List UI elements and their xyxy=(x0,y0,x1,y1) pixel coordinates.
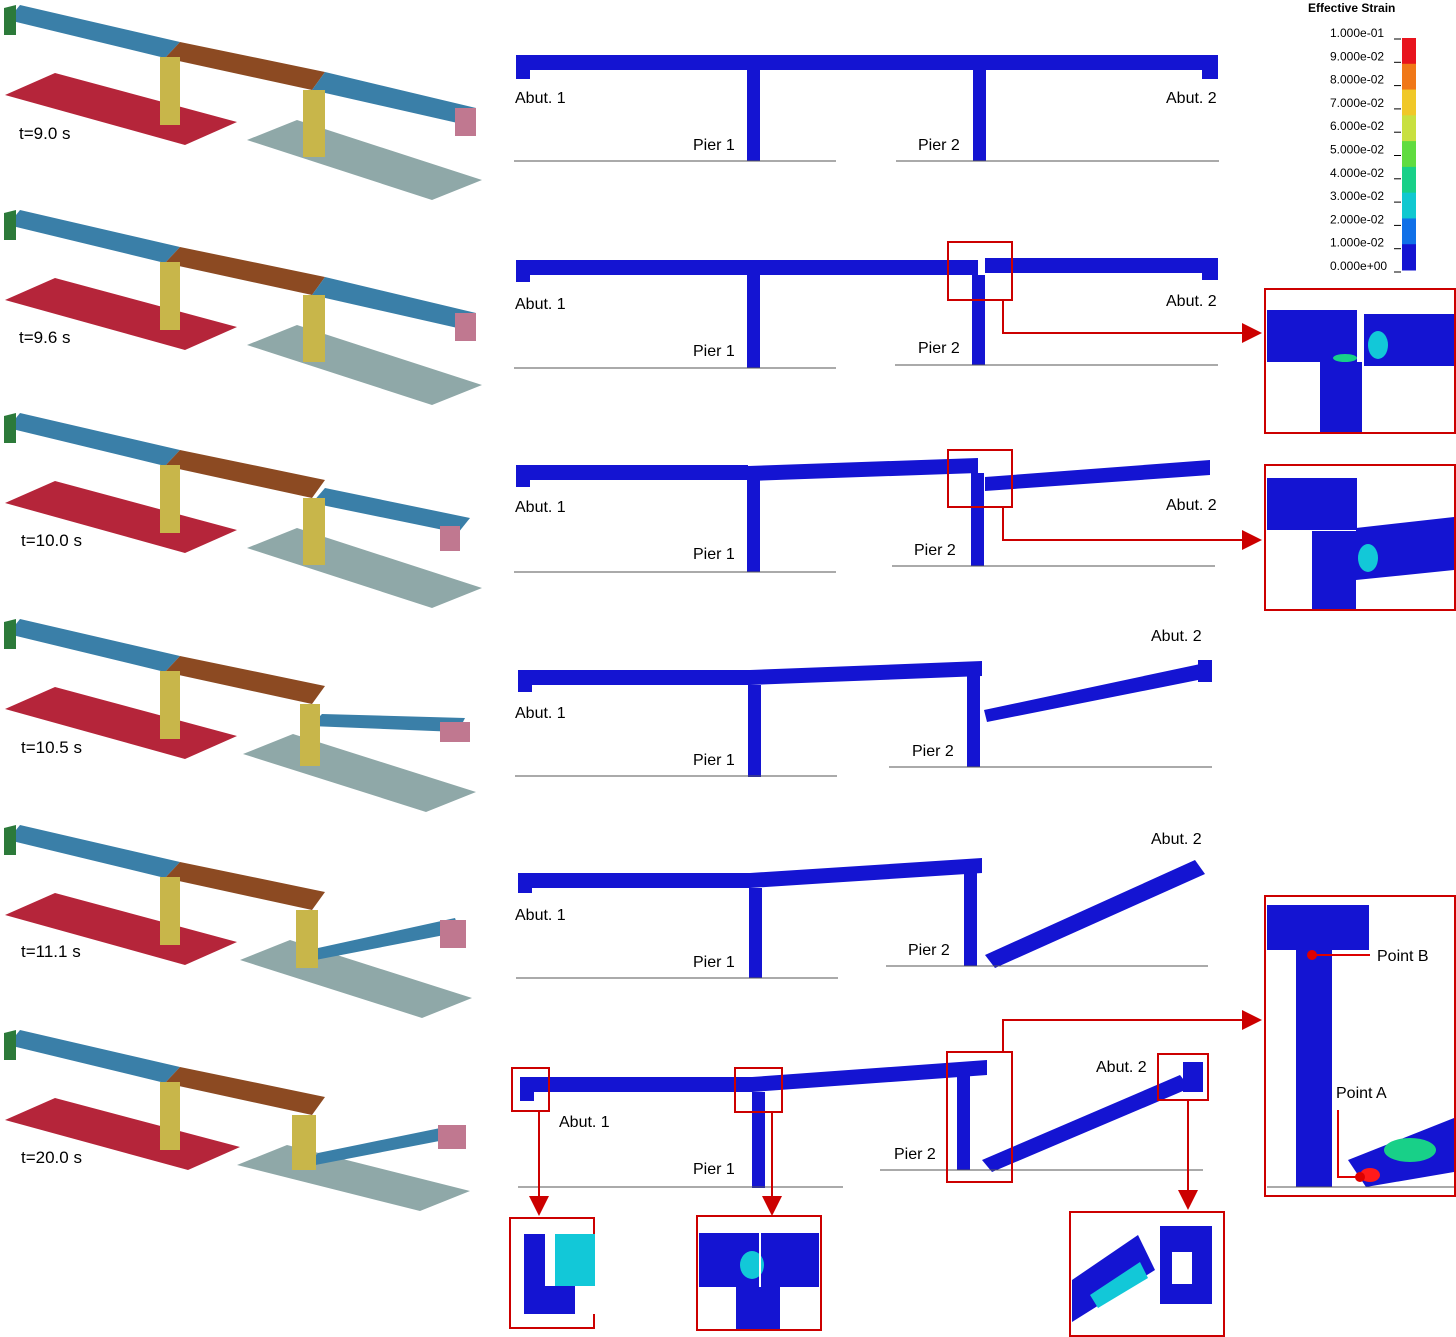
legend-swatch xyxy=(1402,218,1416,245)
pier2-label-1: Pier 2 xyxy=(918,137,960,154)
deck-span-1 xyxy=(8,5,180,58)
pier1-label-2: Pier 1 xyxy=(693,343,735,360)
pier2-label-4: Pier 2 xyxy=(912,743,954,760)
legend-tick-label: 6.000e-02 xyxy=(1330,119,1384,133)
legend-swatch xyxy=(1402,89,1416,116)
elevation-frame-1 xyxy=(514,55,1219,162)
legend-tick-label: 1.000e-02 xyxy=(1330,236,1384,250)
callouts xyxy=(511,241,1262,1216)
strain-legend: Effective Strain 1.000e-01 9.000e-02 8.000… xyxy=(1308,1,1416,273)
legend-swatch xyxy=(1402,38,1416,65)
pier-2 xyxy=(303,90,325,157)
iso-frame-1 xyxy=(4,5,482,200)
legend-swatch xyxy=(1402,115,1416,142)
elevation-frame-3 xyxy=(514,458,1215,573)
legend-tick-labels: 1.000e-01 9.000e-02 8.000e-02 7.000e-02 6.00… xyxy=(1330,26,1401,273)
abut1-label-3: Abut. 1 xyxy=(515,499,566,516)
iso-frame-3 xyxy=(4,413,482,608)
iso-frame-4 xyxy=(4,619,476,812)
legend-tick-label: 1.000e-01 xyxy=(1330,26,1384,40)
legend-title: Effective Strain xyxy=(1308,1,1395,15)
abut1-label-2: Abut. 1 xyxy=(515,296,566,313)
legend-color-bar xyxy=(1402,38,1416,271)
elevation-frame-2 xyxy=(514,258,1218,369)
pier1-label-3: Pier 1 xyxy=(693,546,735,563)
time-label-3: t=10.0 s xyxy=(21,531,82,550)
legend-tick-label: 0.000e+00 xyxy=(1330,259,1387,273)
abut2-label-2: Abut. 2 xyxy=(1166,293,1217,310)
zoom-panel-abut1 xyxy=(509,1217,595,1329)
legend-swatch xyxy=(1402,166,1416,194)
zoom-panel-frame3 xyxy=(1264,464,1456,611)
time-label-6: t=20.0 s xyxy=(21,1148,82,1167)
point-b-label: Point B xyxy=(1377,948,1429,965)
callout-box-pier1 xyxy=(734,1067,783,1113)
legend-tick-label: 5.000e-02 xyxy=(1330,143,1384,157)
abutment-2 xyxy=(455,108,476,136)
abut2-label-3: Abut. 2 xyxy=(1166,497,1217,514)
zoom-panel-abut2 xyxy=(1069,1211,1225,1337)
legend-tick-label: 2.000e-02 xyxy=(1330,212,1384,226)
legend-tick-label: 7.000e-02 xyxy=(1330,96,1384,110)
abut1-label-1: Abut. 1 xyxy=(515,90,566,107)
legend-swatch xyxy=(1402,244,1416,271)
ground-plate-left xyxy=(5,73,237,145)
pier1-label-4: Pier 1 xyxy=(693,752,735,769)
time-label-2: t=9.6 s xyxy=(19,328,71,347)
pier1-label-5: Pier 1 xyxy=(693,954,735,971)
abut1-label-5: Abut. 1 xyxy=(515,907,566,924)
ground-plate-right xyxy=(247,120,482,200)
callout-box-abut2 xyxy=(1157,1053,1209,1101)
elevation-frame-6 xyxy=(518,1060,1203,1188)
pier-1 xyxy=(160,57,180,125)
abutment-1 xyxy=(4,5,16,35)
iso-frame-5 xyxy=(4,825,472,1018)
zoom-panel-pier2: Point B Point A xyxy=(1264,895,1456,1197)
callout-box-abut1 xyxy=(511,1067,550,1112)
zoom-panel-pier1 xyxy=(696,1215,822,1331)
legend-tick-label: 4.000e-02 xyxy=(1330,166,1384,180)
iso-frame-6 xyxy=(4,1030,470,1211)
iso-view-column: t=9.0 s t=9.6 s t=10.0 s t=10.5 s t=11.1… xyxy=(4,5,482,1211)
point-a-label: Point A xyxy=(1336,1085,1387,1102)
legend-swatch xyxy=(1402,141,1416,168)
pier2-label-6: Pier 2 xyxy=(894,1146,936,1163)
callout-box-pier2 xyxy=(946,1051,1013,1183)
elevation-frame-5 xyxy=(516,858,1208,979)
time-label-5: t=11.1 s xyxy=(21,942,81,961)
deck-span-3 xyxy=(312,72,476,124)
pier1-label-6: Pier 1 xyxy=(693,1161,735,1178)
legend-tick-label: 9.000e-02 xyxy=(1330,49,1384,63)
time-label-4: t=10.5 s xyxy=(21,738,82,757)
callout-box-frame3 xyxy=(947,449,1013,508)
legend-tick-label: 3.000e-02 xyxy=(1330,189,1384,203)
legend-swatch xyxy=(1402,63,1416,91)
zoom-panels: Point B Point A xyxy=(509,288,1456,1337)
pier2-label-2: Pier 2 xyxy=(918,340,960,357)
legend-swatch xyxy=(1402,192,1416,219)
abut2-label-6: Abut. 2 xyxy=(1096,1059,1147,1076)
elevation-view-column: Abut. 1 Abut. 2 Pier 1 Pier 2 Abut. 1 Ab… xyxy=(514,55,1219,1188)
abut2-label-5: Abut. 2 xyxy=(1151,831,1202,848)
callout-box-frame2 xyxy=(947,241,1013,301)
pier2-label-5: Pier 2 xyxy=(908,942,950,959)
zoom-panel-frame2 xyxy=(1264,288,1456,434)
abut2-label-4: Abut. 2 xyxy=(1151,628,1202,645)
pier1-label-1: Pier 1 xyxy=(693,137,735,154)
iso-frame-2 xyxy=(4,210,482,405)
pier2-label-3: Pier 2 xyxy=(914,542,956,559)
abut1-label-4: Abut. 1 xyxy=(515,705,566,722)
time-label-1: t=9.0 s xyxy=(19,124,71,143)
elevation-frame-4 xyxy=(515,660,1212,777)
abut2-label-1: Abut. 2 xyxy=(1166,90,1217,107)
legend-tick-label: 8.000e-02 xyxy=(1330,73,1384,87)
deck-span-2 xyxy=(165,42,325,90)
abut1-label-6: Abut. 1 xyxy=(559,1114,610,1131)
